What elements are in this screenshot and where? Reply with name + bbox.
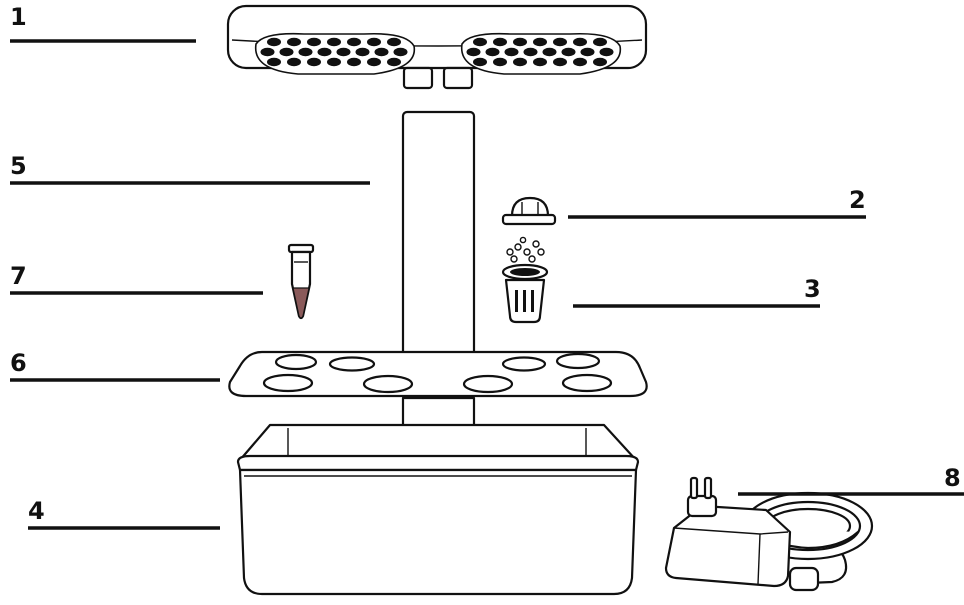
led-hole: [261, 48, 275, 56]
led-hole: [327, 58, 341, 66]
led-hole: [553, 38, 567, 46]
led-hole: [287, 38, 301, 46]
water-tank-base-icon: [238, 425, 638, 594]
led-hole: [327, 38, 341, 46]
led-hole: [593, 58, 607, 66]
light-pole-icon: [403, 112, 474, 450]
led-hole: [573, 38, 587, 46]
led-hole: [280, 48, 294, 56]
planting-deck-icon: [229, 352, 646, 396]
led-hole: [307, 58, 321, 66]
label-5: 5: [10, 152, 27, 180]
led-hole: [573, 58, 587, 66]
led-light-panel-icon: [228, 6, 646, 88]
led-hole: [387, 58, 401, 66]
led-hole: [287, 58, 301, 66]
led-hole: [367, 58, 381, 66]
led-hole: [356, 48, 370, 56]
label-6: 6: [10, 349, 27, 377]
led-hole: [367, 38, 381, 46]
led-hole: [581, 48, 595, 56]
led-hole: [493, 38, 507, 46]
led-hole: [473, 38, 487, 46]
led-hole: [347, 38, 361, 46]
led-hole: [387, 38, 401, 46]
led-hole: [553, 58, 567, 66]
nutrient-vial-icon: [289, 245, 313, 318]
led-hole: [318, 48, 332, 56]
led-hole: [562, 48, 576, 56]
led-hole: [337, 48, 351, 56]
label-3: 3: [804, 275, 821, 303]
led-hole: [533, 58, 547, 66]
led-hole: [486, 48, 500, 56]
led-hole: [347, 58, 361, 66]
led-hole: [473, 58, 487, 66]
led-hole: [493, 58, 507, 66]
led-hole: [394, 48, 408, 56]
led-hole: [267, 58, 281, 66]
led-hole: [533, 38, 547, 46]
grow-basket-icon: [503, 265, 547, 322]
led-hole: [299, 48, 313, 56]
led-hole: [375, 48, 389, 56]
seeds-icon: [507, 237, 544, 262]
plant-dome-icon: [503, 198, 555, 224]
led-hole: [267, 38, 281, 46]
label-2: 2: [849, 186, 866, 214]
led-hole: [307, 38, 321, 46]
label-7: 7: [10, 262, 27, 290]
led-hole: [543, 48, 557, 56]
label-1: 1: [10, 3, 27, 31]
led-hole: [524, 48, 538, 56]
led-hole: [513, 38, 527, 46]
led-hole: [513, 58, 527, 66]
label-4: 4: [28, 497, 45, 525]
label-8: 8: [944, 464, 961, 492]
led-hole: [467, 48, 481, 56]
led-hole: [505, 48, 519, 56]
led-hole: [600, 48, 614, 56]
led-hole: [593, 38, 607, 46]
